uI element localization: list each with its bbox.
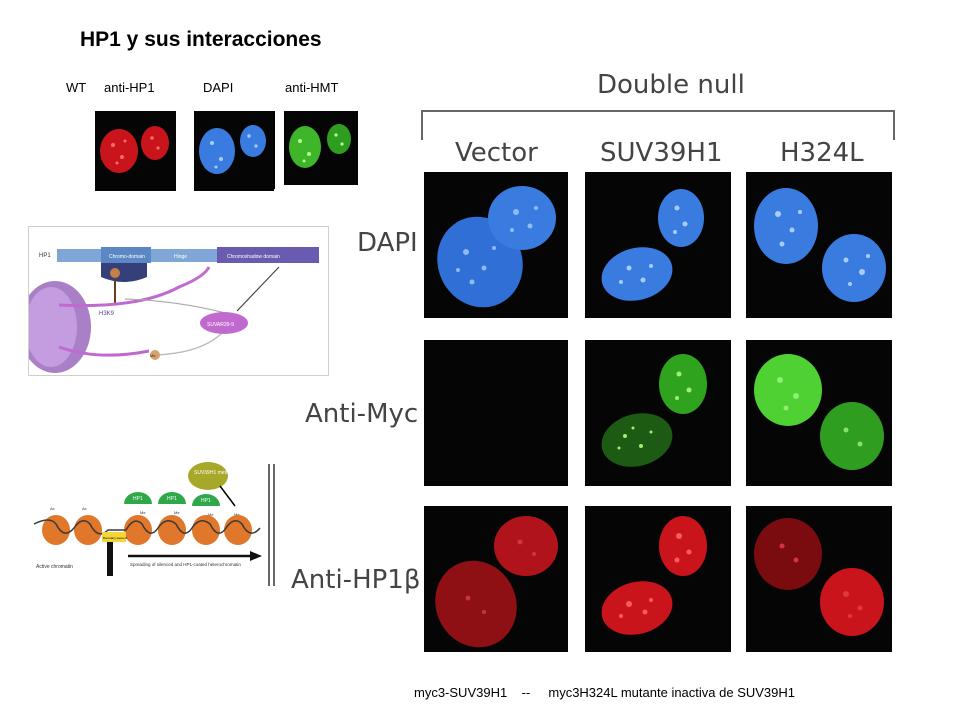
micrograph-vector-anti-hp1b bbox=[424, 506, 568, 652]
diagram-chromodomain-label: Chromo-domain bbox=[109, 254, 145, 260]
spreading-me-label-4: Me bbox=[234, 512, 240, 517]
spreading-ac-label-1: Ac bbox=[50, 506, 55, 511]
micrograph-h324l-anti-myc bbox=[746, 340, 892, 486]
label-anti-hp1: anti-HP1 bbox=[104, 80, 155, 95]
figure-caption: myc3-SUV39H1 -- myc3H324L mutante inacti… bbox=[414, 685, 796, 700]
hp1-domain-diagram: HP1 Chromo-domain Hinge Chromoshadow dom… bbox=[19, 226, 329, 376]
divider-line-left bbox=[268, 464, 270, 586]
spreading-caption-label: Spreading of silenced and HP1-coated het… bbox=[130, 562, 241, 567]
spreading-me-label-2: Me bbox=[174, 510, 180, 515]
row-label-anti-myc: Anti-Myc bbox=[305, 399, 419, 429]
diagram-chromoshadow-label: Chromoshadow domain bbox=[227, 254, 280, 260]
micrograph-h324l-anti-hp1b bbox=[746, 506, 892, 652]
micrograph-h324l-dapi bbox=[746, 172, 892, 318]
heading-bracket bbox=[421, 110, 895, 140]
micrograph-suv39h1-dapi bbox=[585, 172, 731, 318]
spreading-me-label-3: Me bbox=[208, 512, 214, 517]
label-wt: WT bbox=[66, 80, 87, 95]
diagram-hinge-label: Hinge bbox=[174, 254, 187, 260]
label-anti-hmt: anti-HMT bbox=[285, 80, 339, 95]
slide-title: HP1 y sus interacciones bbox=[80, 28, 322, 51]
spreading-active-label: Active chromatin bbox=[36, 564, 73, 570]
micrograph-wt-anti-hmt bbox=[284, 111, 358, 185]
diagram-h3k9-label: H3K9 bbox=[99, 311, 115, 317]
diagram-me-label: Me bbox=[150, 353, 156, 358]
micrograph-wt-anti-hp1 bbox=[95, 111, 176, 191]
figure-heading: Double null bbox=[597, 70, 745, 100]
diagram-suvar-label: SUVAR39-9 bbox=[207, 322, 234, 328]
row-label-dapi: DAPI bbox=[357, 228, 418, 258]
spreading-hp1-label-2: HP1 bbox=[167, 496, 177, 502]
spreading-suv39h1-label: SUV39H1 methylase bbox=[194, 470, 241, 476]
column-label-suv39h1: SUV39H1 bbox=[600, 138, 723, 168]
micrograph-suv39h1-anti-hp1b bbox=[585, 506, 731, 652]
spreading-ac-label-2: Ac bbox=[82, 506, 87, 511]
row-label-anti-hp1b: Anti-HP1β bbox=[291, 565, 421, 595]
column-label-vector: Vector bbox=[455, 138, 538, 168]
heterochromatin-spreading-diagram: SUV39H1 methylase HP1 HP1 HP1 Ac Ac Me M… bbox=[30, 458, 264, 580]
divider-line-right bbox=[273, 464, 275, 586]
spreading-me-label-1: Me bbox=[140, 510, 146, 515]
micrograph-vector-dapi bbox=[424, 172, 568, 318]
spreading-boundary-label: Boundary element bbox=[103, 536, 128, 540]
divider-line bbox=[273, 111, 275, 189]
spreading-hp1-label-3: HP1 bbox=[201, 498, 211, 504]
label-dapi: DAPI bbox=[203, 80, 234, 95]
micrograph-wt-dapi bbox=[194, 111, 274, 191]
spreading-hp1-label-1: HP1 bbox=[133, 496, 143, 502]
diagram-hp1-label: HP1 bbox=[39, 253, 51, 259]
micrograph-suv39h1-anti-myc bbox=[585, 340, 731, 486]
micrograph-vector-anti-myc bbox=[424, 340, 568, 486]
column-label-h324l: H324L bbox=[780, 138, 864, 168]
